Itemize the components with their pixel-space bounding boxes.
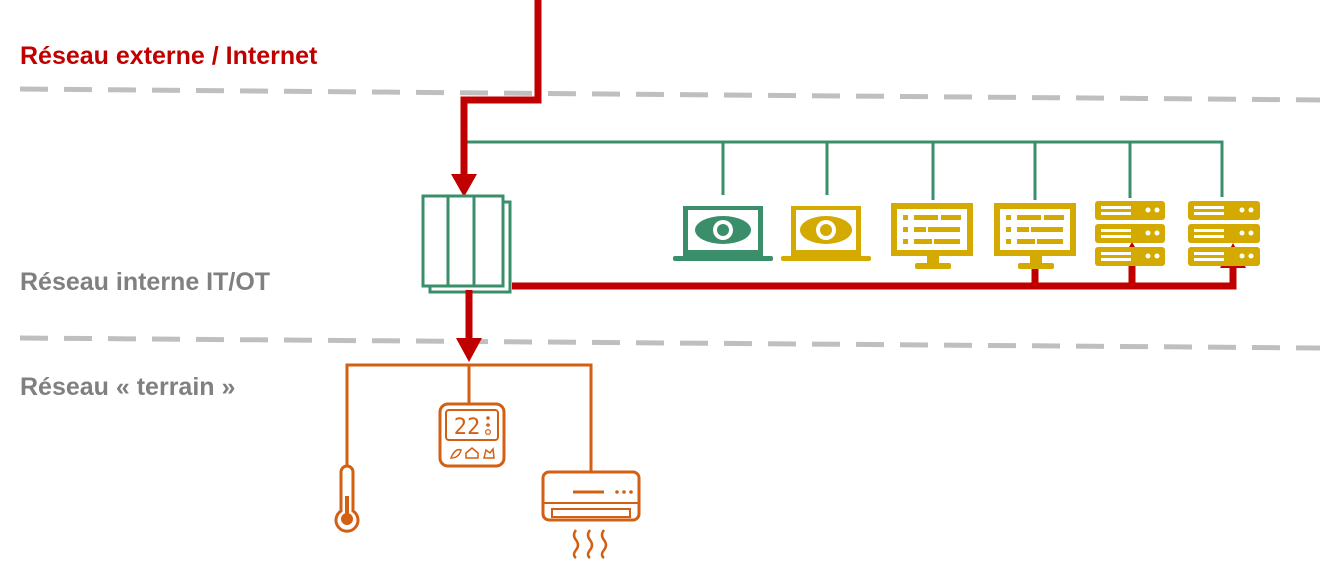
thermostat-icon: 22 (438, 402, 506, 468)
air-conditioner-icon (541, 470, 641, 559)
zone-label-external: Réseau externe / Internet (20, 42, 318, 70)
zone-label-internal: Réseau interne IT/OT (20, 268, 271, 296)
laptop-green-eye-icon (673, 206, 773, 261)
monitor-yellow-list-icon-2 (994, 203, 1076, 269)
thermometer-icon (334, 464, 360, 533)
it-network-bus (462, 140, 1224, 200)
divider-line-bottom (19, 335, 1321, 351)
monitor-yellow-list-icon (891, 203, 973, 269)
arrow-down-field (456, 338, 482, 362)
field-network-bus (345, 363, 593, 472)
internet-link (451, 0, 542, 197)
firewall-icon (421, 194, 512, 294)
laptop-yellow-eye-icon (781, 206, 871, 261)
arrow-down-firewall (451, 174, 477, 197)
zone-label-field: Réseau « terrain » (20, 373, 236, 401)
server-rack-icon (1095, 201, 1165, 266)
firewall-to-field-link (456, 290, 482, 362)
thermostat-temperature: 22 (454, 415, 481, 440)
server-rack-icon-2 (1188, 201, 1260, 266)
divider-line-top (19, 86, 1321, 103)
